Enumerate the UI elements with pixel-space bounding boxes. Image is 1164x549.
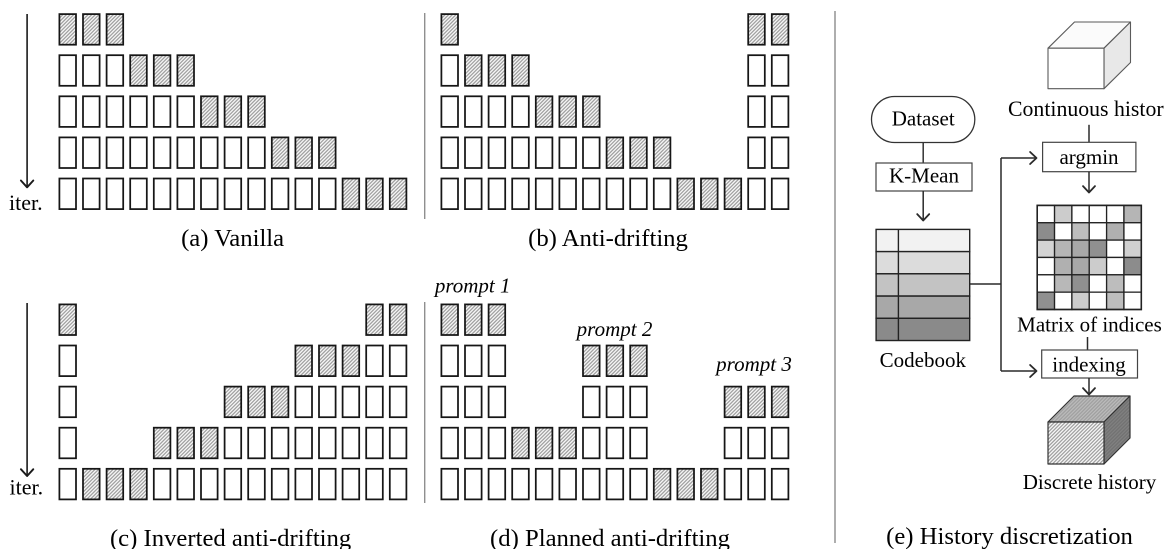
svg-text:prompt 3: prompt 3 <box>714 352 792 376</box>
svg-text:Continuous history: Continuous history <box>1008 97 1164 121</box>
svg-text:indexing: indexing <box>1052 353 1126 377</box>
svg-text:(a) Vanilla: (a) Vanilla <box>181 225 284 252</box>
svg-text:prompt 1: prompt 1 <box>433 273 511 297</box>
svg-text:(e) History discretization: (e) History discretization <box>886 523 1133 549</box>
svg-text:iter.: iter. <box>10 474 44 499</box>
svg-text:Discrete history: Discrete history <box>1023 470 1157 494</box>
svg-text:(d) Planned anti-drifting: (d) Planned anti-drifting <box>490 525 730 549</box>
svg-text:prompt 2: prompt 2 <box>575 317 653 341</box>
svg-text:Matrix of indices: Matrix of indices <box>1017 313 1162 337</box>
svg-text:K-Mean: K-Mean <box>889 164 959 188</box>
svg-text:(b) Anti-drifting: (b) Anti-drifting <box>528 225 688 252</box>
svg-text:Dataset: Dataset <box>892 107 955 131</box>
svg-text:Codebook: Codebook <box>880 348 967 372</box>
svg-text:(c) Inverted anti-drifting: (c) Inverted anti-drifting <box>110 525 351 549</box>
svg-text:argmin: argmin <box>1059 145 1119 169</box>
svg-text:iter.: iter. <box>9 190 43 215</box>
